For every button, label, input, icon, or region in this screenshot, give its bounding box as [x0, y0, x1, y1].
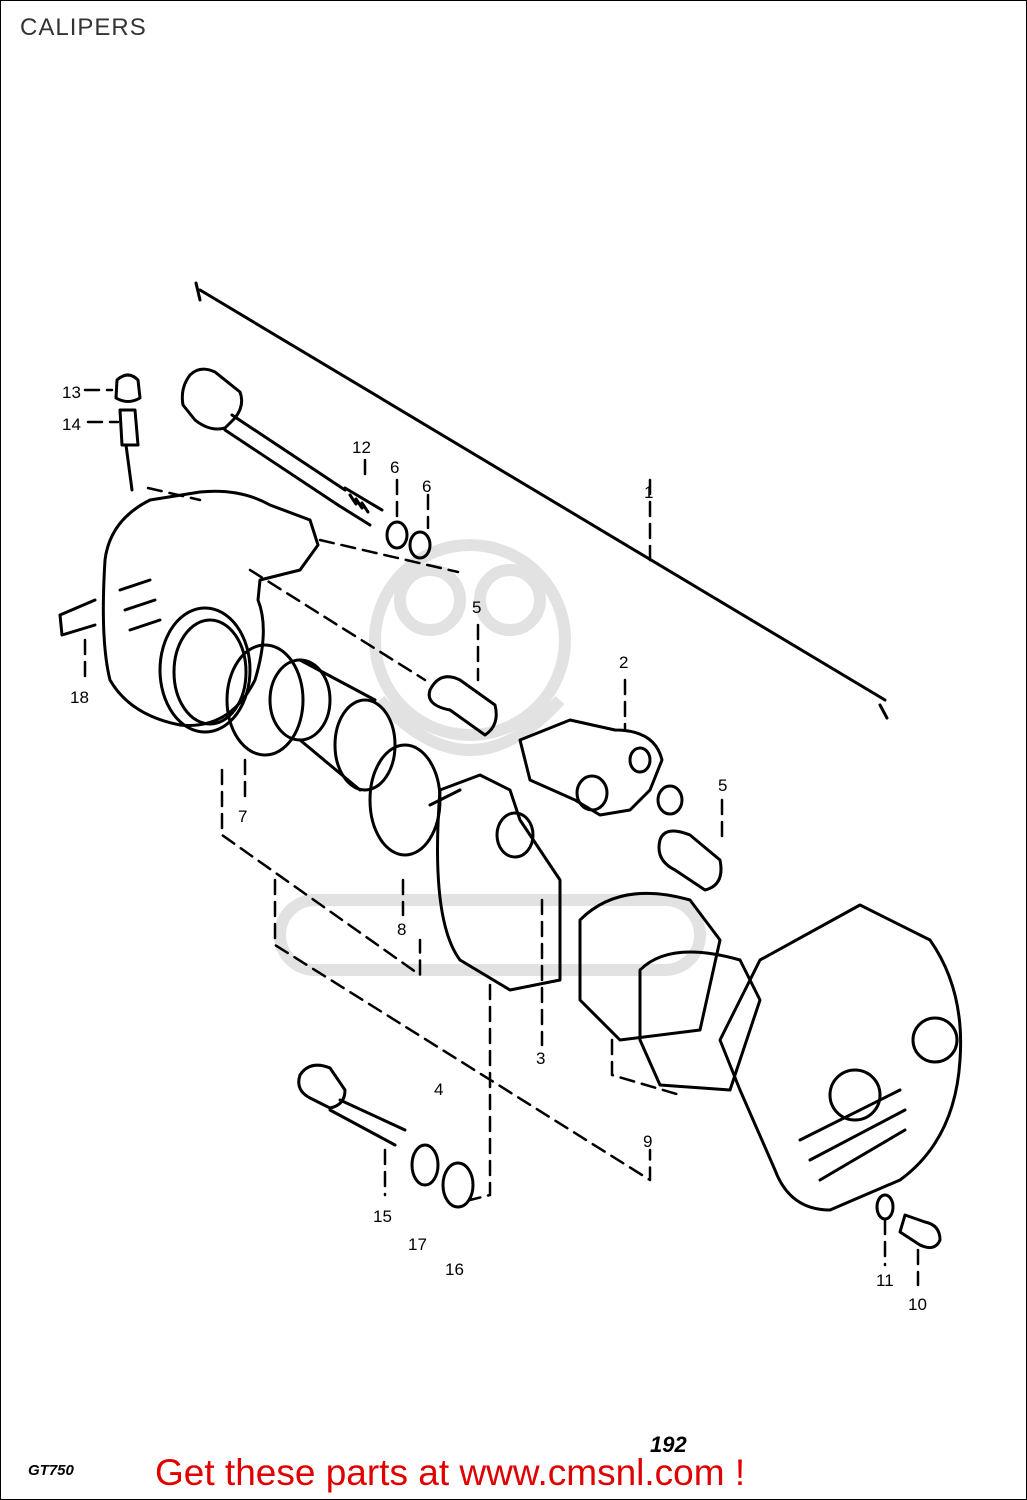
callout-2: 2 — [619, 653, 628, 672]
callout-5b: 5 — [718, 776, 727, 795]
bracket-1 — [194, 281, 889, 720]
brake-pads-9 — [578, 891, 762, 1092]
bracket-3 — [428, 773, 562, 992]
sleeve-5b — [657, 829, 723, 892]
callout-4: 4 — [434, 1080, 443, 1099]
callout-11: 11 — [876, 1271, 894, 1290]
page-number: 192 — [650, 1432, 687, 1457]
bleeder-valve — [114, 373, 142, 492]
callout-5a: 5 — [472, 598, 481, 617]
caliper-body-left — [58, 489, 320, 734]
watermark-logo — [274, 539, 706, 976]
bolt-12 — [180, 367, 384, 527]
callout-3: 3 — [536, 1049, 545, 1068]
model-label: GT750 — [28, 1462, 74, 1479]
callout-12: 12 — [352, 438, 371, 457]
callout-15: 15 — [373, 1207, 392, 1226]
bushing — [656, 784, 684, 816]
sleeve-5a — [427, 675, 498, 737]
callout-8: 8 — [397, 920, 406, 939]
callout-1: 1 — [644, 483, 653, 502]
promo-link[interactable]: Get these parts at www.cmsnl.com ! — [155, 1452, 746, 1493]
callout-9: 9 — [643, 1132, 652, 1151]
callout-6b: 6 — [422, 477, 431, 496]
callout-16: 16 — [445, 1260, 464, 1279]
seal-7 — [225, 643, 305, 757]
washer-11 — [875, 1193, 895, 1221]
piston — [268, 658, 397, 792]
callout-13: 13 — [62, 383, 81, 402]
callout-10: 10 — [908, 1295, 927, 1314]
screw-10 — [898, 1213, 942, 1250]
washer-17 — [410, 1143, 440, 1187]
seal-8 — [368, 743, 442, 857]
callout-7: 7 — [238, 807, 247, 826]
washer-6a — [385, 520, 409, 550]
part-2 — [518, 718, 664, 817]
bolt-15 — [297, 1063, 407, 1147]
guide-lines — [83, 388, 920, 1287]
callout-18: 18 — [70, 688, 89, 707]
page-title: CALIPERS — [20, 14, 147, 41]
washer-6b — [408, 530, 432, 560]
callout-6a: 6 — [390, 458, 399, 477]
callout-14: 14 — [62, 415, 81, 434]
callout-17: 17 — [408, 1235, 427, 1254]
caliper-body-right — [718, 903, 963, 1212]
washer-16 — [441, 1161, 475, 1209]
